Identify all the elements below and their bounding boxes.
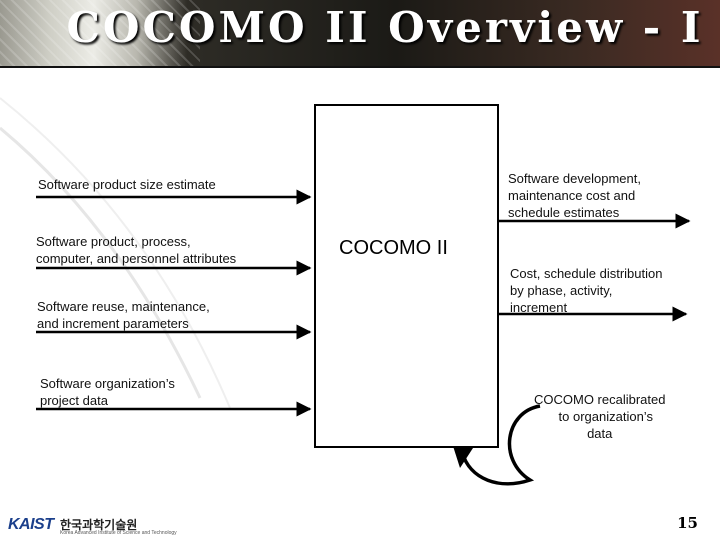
output-label-estimates: Software development, maintenance cost a… — [508, 171, 641, 220]
feedback-loop-arrowhead — [453, 446, 473, 468]
cocomo-model-label: COCOMO II — [339, 237, 448, 259]
cocomo-model-box — [314, 104, 499, 448]
kaist-logo: KAIST — [8, 516, 54, 533]
slide-header: COCOMO II Overview - I — [0, 0, 720, 66]
page-number: 15 — [677, 514, 698, 532]
institution-korean-name: 한국과학기술원 — [60, 518, 138, 532]
header-divider — [0, 66, 720, 68]
background-arc-decoration — [0, 97, 231, 409]
output-label-distribution: Cost, schedule distribution by phase, ac… — [510, 266, 663, 315]
input-label-attributes: Software product, process, computer, and… — [36, 234, 237, 266]
input-label-size: Software product size estimate — [38, 177, 216, 192]
institution-english-name: Korea Advanced Institute of Science and … — [60, 530, 177, 536]
feedback-loop-arrow — [460, 404, 541, 486]
slide-title: COCOMO II Overview - I — [66, 3, 704, 52]
input-label-org-data: Software organization’s project data — [40, 376, 175, 408]
header-decoration — [0, 0, 200, 66]
feedback-label: COCOMO recalibrated to organization’s da… — [534, 392, 666, 441]
input-label-reuse: Software reuse, maintenance, and increme… — [37, 299, 210, 331]
